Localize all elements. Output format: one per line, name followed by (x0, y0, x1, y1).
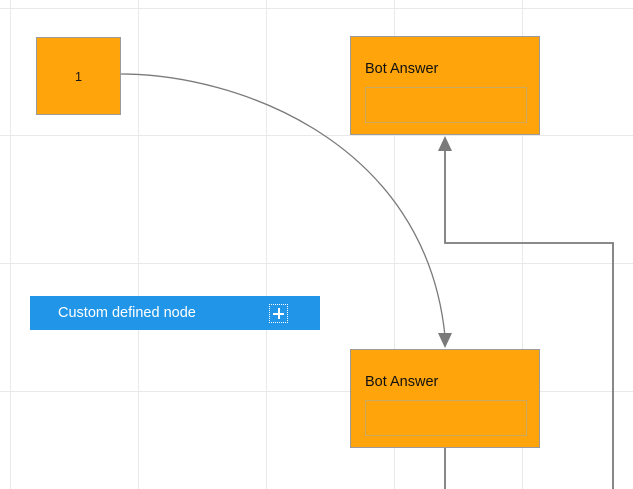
edge-curved-node1-to-bot-answer-bottom[interactable] (120, 73, 446, 337)
node-bot-answer-bottom-title: Bot Answer (365, 374, 439, 390)
node-bot-answer-top-title: Bot Answer (365, 61, 439, 77)
palette-item-custom-defined-node[interactable]: Custom defined node (30, 296, 320, 330)
edge-orthogonal-bot-answer-bottom-to-top[interactable] (444, 148, 614, 489)
node-bot-answer-bottom[interactable]: Bot Answer (350, 349, 540, 448)
palette-item-label: Custom defined node (58, 304, 196, 321)
edge-curved-arrowhead-down (438, 333, 452, 348)
node-bot-answer-top[interactable]: Bot Answer (350, 36, 540, 135)
node-1[interactable]: 1 (36, 37, 121, 115)
node-1-label: 1 (74, 68, 83, 84)
edge-orthogonal-arrowhead-up (438, 136, 452, 151)
node-bot-answer-bottom-slot[interactable] (365, 400, 527, 436)
node-bot-answer-top-slot[interactable] (365, 87, 527, 123)
plus-icon[interactable] (269, 303, 288, 323)
